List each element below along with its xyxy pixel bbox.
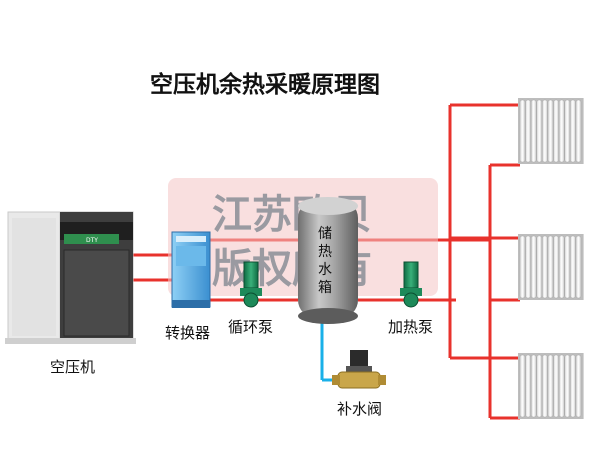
tank-char-3: 水	[318, 262, 332, 278]
radiator-icon	[518, 98, 584, 164]
radiator-icon	[518, 234, 584, 300]
exchanger-label: 转换器	[165, 324, 210, 342]
tank-char-4: 箱	[318, 280, 332, 296]
diagram-title: 空压机余热采暖原理图	[150, 71, 380, 98]
storage-tank-icon	[298, 197, 358, 324]
air-compressor-icon: DTY	[5, 211, 136, 344]
tank-label: 储 热 水 箱	[318, 226, 332, 296]
tank-char-2: 热	[318, 244, 332, 260]
heat-pump-label: 加热泵	[388, 318, 433, 336]
radiator-icon	[518, 353, 584, 419]
makeup-valve-label: 补水阀	[337, 400, 382, 418]
pump-icon	[240, 261, 262, 308]
pump-icon	[400, 261, 422, 308]
heat-exchanger-icon	[171, 231, 211, 308]
tank-char-1: 储	[318, 226, 332, 242]
compressor-panel-text: DTY	[86, 237, 98, 244]
solenoid-valve-icon	[332, 350, 386, 389]
circ-pump-label: 循环泵	[228, 318, 273, 336]
compressor-label: 空压机	[50, 358, 95, 376]
